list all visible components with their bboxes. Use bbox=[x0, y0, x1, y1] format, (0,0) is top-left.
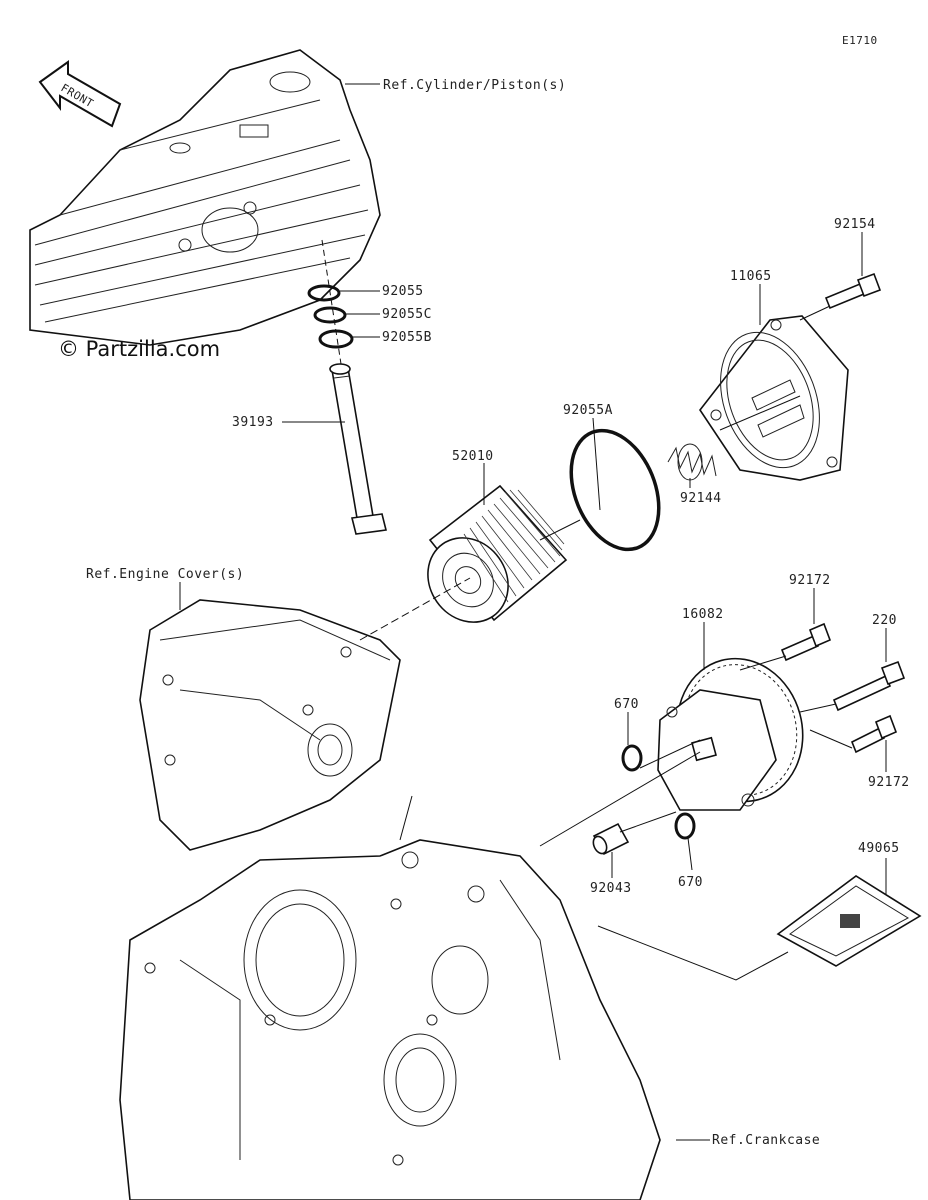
callout-16082: 16082 bbox=[682, 607, 724, 622]
callout-92172-top: 92172 bbox=[789, 573, 831, 588]
bolt-220 bbox=[832, 660, 906, 712]
callout-92055c: 92055C bbox=[382, 307, 432, 322]
bolt-92172-top bbox=[780, 622, 832, 662]
callout-92055: 92055 bbox=[382, 284, 424, 299]
o-ring-92055a bbox=[569, 428, 661, 552]
cylinder-illustration bbox=[29, 49, 381, 346]
callout-92172-bottom: 92172 bbox=[868, 775, 910, 790]
o-ring-92055c bbox=[313, 306, 347, 324]
ref-cylinder-label: Ref.Cylinder/Piston(s) bbox=[383, 78, 566, 93]
oil-filter-52010 bbox=[427, 484, 568, 623]
dowel-pin-92043 bbox=[592, 822, 630, 856]
spring-92144 bbox=[667, 443, 717, 481]
callout-52010: 52010 bbox=[452, 449, 494, 464]
diagram-code: E1710 bbox=[842, 34, 878, 47]
bolt-92172-bottom bbox=[850, 714, 898, 754]
callout-220: 220 bbox=[872, 613, 897, 628]
callout-92043: 92043 bbox=[590, 881, 632, 896]
filter-cover-11065 bbox=[699, 315, 849, 481]
o-ring-670-left bbox=[621, 744, 643, 772]
callout-49065: 49065 bbox=[858, 841, 900, 856]
callout-92144: 92144 bbox=[680, 491, 722, 506]
ref-crankcase-label: Ref.Crankcase bbox=[712, 1133, 820, 1148]
callout-11065: 11065 bbox=[730, 269, 772, 284]
callout-39193: 39193 bbox=[232, 415, 274, 430]
callout-670-bottom: 670 bbox=[678, 875, 703, 890]
ref-engine-cover-label: Ref.Engine Cover(s) bbox=[86, 567, 244, 582]
callout-92055b: 92055B bbox=[382, 330, 432, 345]
bolt-92154 bbox=[824, 272, 882, 310]
callout-92055a: 92055A bbox=[563, 403, 613, 418]
oil-pump-16082 bbox=[657, 657, 804, 811]
o-ring-92055 bbox=[307, 284, 341, 302]
o-ring-92055b bbox=[318, 329, 354, 349]
o-ring-670-bottom bbox=[674, 812, 696, 840]
callout-92154: 92154 bbox=[834, 217, 876, 232]
front-arrow: FRONT bbox=[38, 60, 122, 128]
engine-cover-illustration bbox=[139, 599, 401, 851]
label-49065 bbox=[776, 875, 922, 967]
watermark: © Partzilla.com bbox=[58, 337, 220, 361]
crankcase-illustration bbox=[119, 839, 661, 1200]
oil-pipe-39193 bbox=[329, 363, 387, 535]
callout-670-left: 670 bbox=[614, 697, 639, 712]
